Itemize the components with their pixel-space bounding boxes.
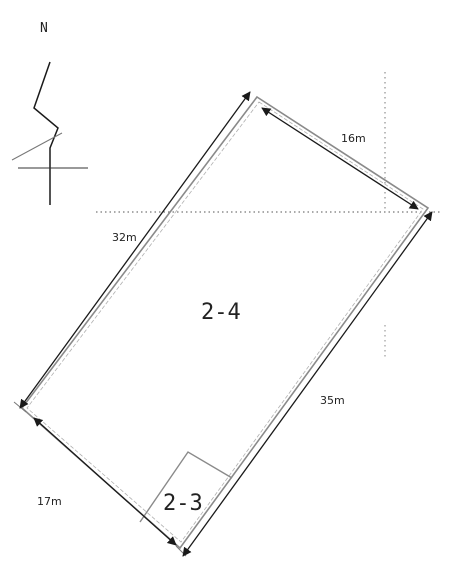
lot-outline <box>13 95 430 557</box>
dimension-label-left: 32m <box>112 231 137 244</box>
dimension-arrow-top <box>261 107 419 210</box>
north-arrow-icon <box>33 61 59 205</box>
north-arrow-diagonal <box>11 132 63 161</box>
dimension-lines <box>19 91 433 557</box>
dimension-arrow-bottom <box>33 417 177 546</box>
lot-label-main: 2-4 <box>201 300 241 325</box>
dimension-arrow-left <box>19 91 251 409</box>
lot-label-sub: 2-3 <box>163 491 203 516</box>
north-arrow: N <box>11 21 88 205</box>
dimension-arrow-right <box>182 211 433 557</box>
dimension-label-top: 16m <box>341 132 366 145</box>
reference-lines <box>96 72 440 360</box>
north-label: N <box>40 21 48 36</box>
dimension-label-right: 35m <box>320 394 345 407</box>
dimension-label-bottom: 17m <box>37 495 62 508</box>
